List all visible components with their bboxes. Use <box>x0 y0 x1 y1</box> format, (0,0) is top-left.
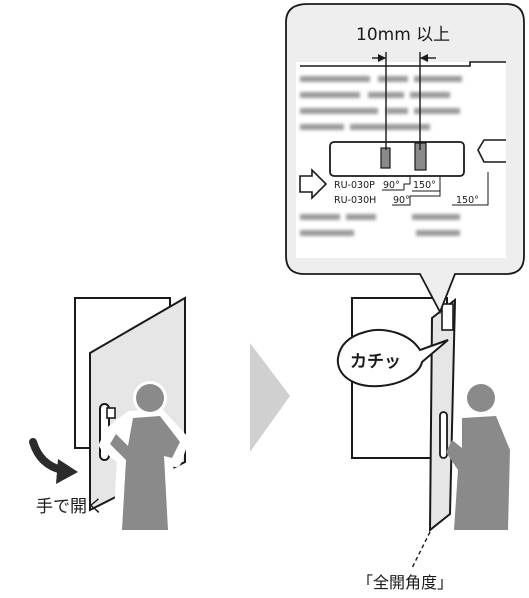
slot-marker-left <box>380 147 391 169</box>
left-door-illustration: 手で開く <box>29 296 189 535</box>
zoom-callout: RU-030P 90° 150° RU-030H 90° 150° <box>285 3 525 315</box>
dimension-indicator <box>372 52 436 150</box>
click-speech-bubble: カチッ <box>336 329 449 388</box>
stopper-slot <box>329 141 465 177</box>
full-open-angle-label: 「全開角度」 <box>357 573 453 592</box>
curved-arrow-icon <box>29 438 78 484</box>
table-right-angle: 150° <box>456 195 479 206</box>
dimension-label: 10mm 以上 <box>356 25 450 45</box>
table-row-1-angle-a: 90° <box>383 180 400 191</box>
blurred-instructions <box>300 76 462 236</box>
open-angle-guide <box>411 531 431 569</box>
table-row-2-model: RU-030H <box>334 195 376 206</box>
person-silhouette-left <box>99 381 189 535</box>
door-stopper-icon <box>441 303 454 331</box>
click-sound-label: カチッ <box>350 352 401 372</box>
table-row-1-model: RU-030P <box>334 180 375 191</box>
door-handle-icon <box>439 411 448 459</box>
pointer-arrow-icon <box>299 168 328 200</box>
play-triangle-icon <box>250 343 290 452</box>
right-door-illustration: 「全開角度」 <box>351 297 510 592</box>
hand-open-label: 手で開く <box>36 497 104 517</box>
angle-table: RU-030P 90° 150° RU-030H 90° 150° <box>334 180 479 206</box>
table-row-1-angle-b: 150° <box>413 180 436 191</box>
person-silhouette-right <box>446 384 510 530</box>
table-row-2-angle-a: 90° <box>393 195 410 206</box>
angle-leader-lines <box>382 172 489 206</box>
